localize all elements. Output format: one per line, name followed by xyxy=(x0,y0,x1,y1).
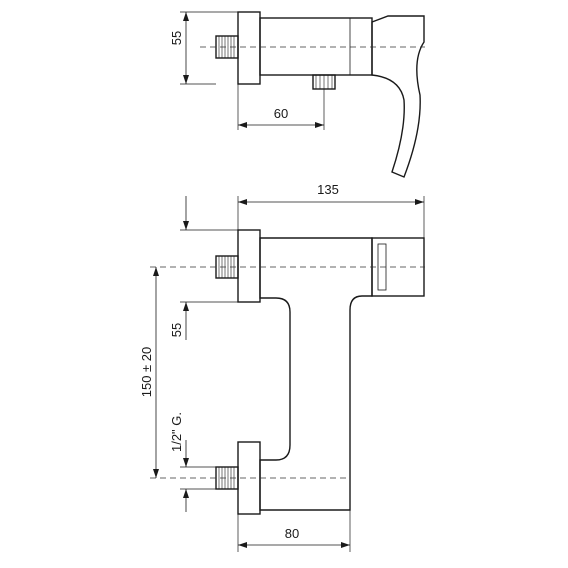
dim-label-inlet-spacing: 150 ± 20 xyxy=(139,347,154,398)
dim-label-top-height: 55 xyxy=(169,31,184,45)
front-mixer-body xyxy=(259,237,373,511)
top-lever-handle xyxy=(371,15,425,178)
dim-front-width: 135 xyxy=(237,182,425,238)
dim-label-front-height: 55 xyxy=(169,323,184,337)
dim-label-top-inlet-offset: 60 xyxy=(274,106,288,121)
dim-front-height: 55 xyxy=(169,196,238,340)
top-mixer-body xyxy=(259,17,373,76)
dim-label-thread: 1/2" G. xyxy=(169,412,184,452)
dim-label-front-width: 135 xyxy=(317,182,339,197)
dim-front-depth: 80 xyxy=(237,510,351,552)
dim-thread: 1/2" G. xyxy=(169,412,216,512)
dim-top-inlet-offset: 60 xyxy=(237,84,325,130)
dim-inlet-spacing: 150 ± 20 xyxy=(139,267,159,478)
dim-label-front-depth: 80 xyxy=(285,526,299,541)
dim-top-height: 55 xyxy=(169,11,238,85)
front-handle-block xyxy=(371,237,425,297)
top-view: 55 60 xyxy=(169,11,425,178)
top-wall-flange xyxy=(237,11,261,85)
upper-wall-flange xyxy=(237,229,261,303)
top-outlet-nipple xyxy=(312,74,336,90)
front-view: 135 150 ± 20 55 1/2" G. xyxy=(139,182,425,552)
